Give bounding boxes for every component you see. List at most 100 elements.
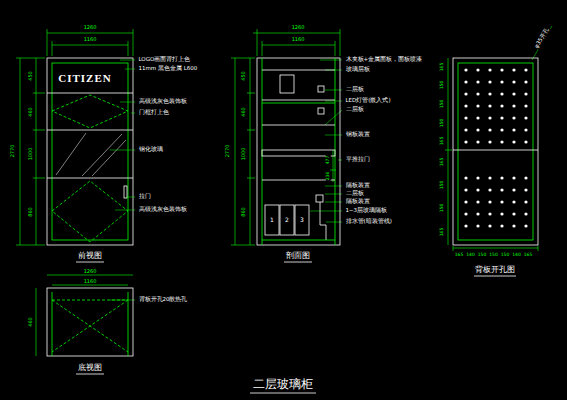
dimension-line xyxy=(16,29,538,356)
dimension-text: 165 xyxy=(440,62,445,72)
title-underline-part xyxy=(284,262,312,263)
dimension-text: 165 xyxy=(440,136,445,146)
back-panel-view-part xyxy=(462,66,530,144)
leader-line-part xyxy=(532,26,552,60)
front-view-part xyxy=(52,63,128,240)
leader-line-part xyxy=(320,60,342,61)
dimension-line-part xyxy=(235,58,236,245)
bottom-view-part xyxy=(52,300,128,352)
dimension-text: 860 xyxy=(28,206,33,217)
dimension-line-part xyxy=(16,58,45,59)
dimension-text: 150 xyxy=(477,253,487,258)
back-panel-view-part xyxy=(453,58,538,245)
dimension-text: 460 xyxy=(28,106,33,117)
leader-line-part xyxy=(115,210,135,211)
dimension-text: 1000 xyxy=(28,147,33,161)
callout-note: 高级浅灰色装饰板 xyxy=(138,99,187,105)
dimension-line-part xyxy=(247,130,255,131)
dimension-line-part xyxy=(231,58,255,59)
view-title: 前视图 xyxy=(78,252,103,260)
leader-line-part xyxy=(325,135,342,136)
dimension-line-part xyxy=(333,150,334,182)
section-view xyxy=(257,58,340,245)
section-view-part xyxy=(265,205,279,235)
dimension-text: 1160 xyxy=(291,37,305,42)
dimension-text: 150 xyxy=(440,80,445,90)
dimension-line-part xyxy=(47,29,48,56)
callout-note: 二层板 xyxy=(345,107,364,113)
dimension-line-part xyxy=(36,288,37,356)
title-underline-part xyxy=(250,393,316,394)
front-view-part xyxy=(47,58,133,245)
dimension-line-part xyxy=(253,33,340,34)
dimension-text: 150 xyxy=(440,180,445,190)
dimension-text: 1260 xyxy=(291,25,305,30)
section-view-part xyxy=(295,205,309,235)
front-view-part xyxy=(52,181,128,242)
callout-note: 钢板装置 xyxy=(345,132,370,138)
dimension-text: 1160 xyxy=(83,279,97,284)
front-view-part xyxy=(124,186,127,198)
callout-number: 3 xyxy=(300,217,305,223)
callout-note: 钢化玻璃 xyxy=(138,147,163,153)
callout-note: LED灯管(嵌入式) xyxy=(345,98,391,104)
dimension-text: 140 xyxy=(512,253,522,258)
dimension-text: 150 xyxy=(500,253,510,258)
dimension-line-part xyxy=(538,246,539,251)
dimension-line-part xyxy=(262,45,335,46)
bottom-view-part xyxy=(47,288,133,356)
leader-line-part xyxy=(120,102,135,103)
section-view-part xyxy=(262,70,335,71)
dimension-text: 165 xyxy=(523,253,533,258)
section-view-part xyxy=(318,86,324,92)
dimension-line-part xyxy=(33,93,45,94)
dimension-text: 2770 xyxy=(225,144,230,158)
callout-number: 2 xyxy=(285,217,290,223)
back-panel-view xyxy=(453,58,538,245)
dimension-line-part xyxy=(36,58,37,245)
callout-note: 门框打上色 xyxy=(138,110,169,116)
section-view-part xyxy=(262,150,335,156)
callout-note: 玻璃层板 xyxy=(345,67,370,73)
dimension-line-part xyxy=(247,93,255,94)
front-view-part xyxy=(47,178,133,179)
dimension-text: 1260 xyxy=(83,269,97,274)
front-view-part xyxy=(47,93,133,94)
leader-line-part xyxy=(110,150,135,151)
dimension-text: 450 xyxy=(28,70,33,81)
callout-note: 平推拉门 xyxy=(345,157,370,163)
dimension-line-part xyxy=(262,41,263,56)
dimension-line-part xyxy=(250,58,251,245)
dimension-text: 1260 xyxy=(83,25,97,30)
dimension-line-part xyxy=(128,41,129,56)
dimension-text: 150 xyxy=(489,253,499,258)
dimension-line-part xyxy=(247,178,255,179)
callout-note: 高级浅灰色装饰板 xyxy=(138,207,187,213)
callout-note: φ35开孔 xyxy=(534,26,551,49)
dimension-line-part xyxy=(453,246,454,251)
bottom-view xyxy=(47,288,133,356)
title-underline-part xyxy=(474,276,516,277)
dimension-line-part xyxy=(47,33,133,34)
section-view-part xyxy=(316,195,323,202)
front-view-part xyxy=(92,140,126,176)
front-view-part xyxy=(47,130,133,131)
dimension-line-part xyxy=(16,245,45,246)
bottom-view-part xyxy=(52,300,128,301)
front-view-part xyxy=(56,133,86,175)
leader-line-part xyxy=(325,194,342,195)
dimension-text: 236 xyxy=(326,171,331,181)
dimension-line-part xyxy=(335,41,336,56)
dimension-text: 460 xyxy=(28,317,33,328)
callout-note: 二层板 xyxy=(345,191,364,197)
callout-note: 排水管(暗装管线) xyxy=(345,219,392,225)
dimension-text: 150 xyxy=(440,118,445,128)
back-panel-view-part xyxy=(453,150,538,151)
section-view-part xyxy=(262,240,335,241)
section-view-part xyxy=(280,75,294,93)
dimension-line-part xyxy=(340,29,341,56)
callout-note: 拉门 xyxy=(138,194,151,200)
section-view-part xyxy=(318,108,324,114)
